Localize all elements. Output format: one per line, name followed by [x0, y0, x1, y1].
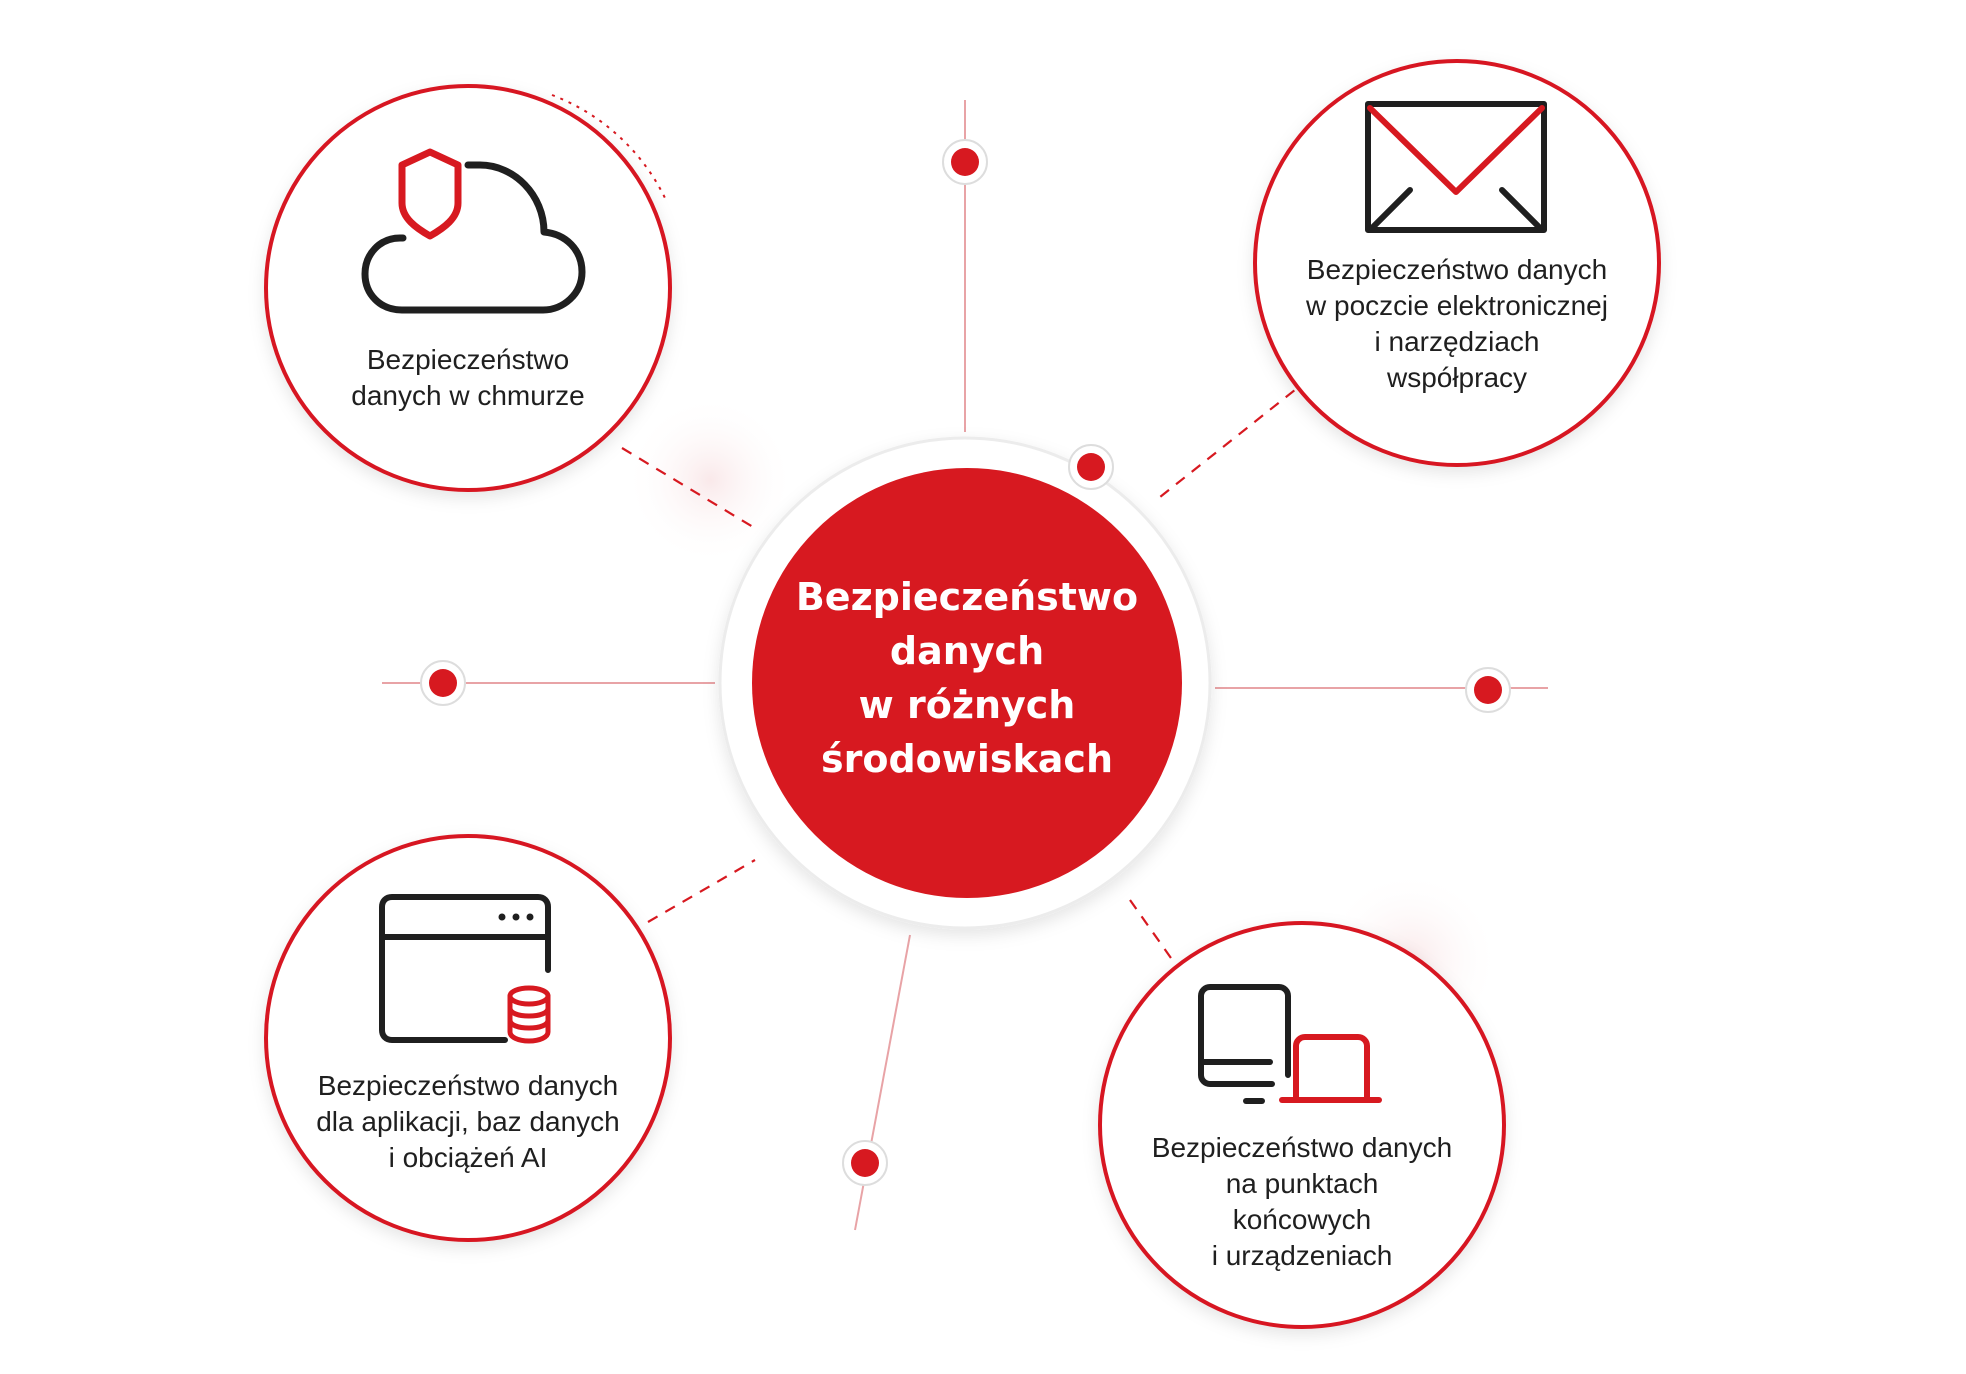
node-cloud-label-line: Bezpieczeństwo [366, 344, 570, 375]
marker-dot-upper [1068, 444, 1114, 490]
center-red-disc [752, 468, 1182, 898]
node-apps-label-line: i obciążeń AI [388, 1142, 548, 1173]
node-endpoints-label: Bezpieczeństwo danych na punktach końcow… [1132, 1130, 1472, 1274]
marker-dot-left [420, 660, 466, 706]
node-apps-label-line: dla aplikacji, baz danych [316, 1106, 620, 1137]
cloud-shield-icon [361, 148, 586, 314]
node-endpoints-label-line: i urządzeniach [1211, 1240, 1393, 1271]
node-email [1253, 59, 1661, 467]
dashed-connector-cloud [621, 447, 759, 531]
node-email-circle [1253, 59, 1661, 467]
node-endpoints-label-line: Bezpieczeństwo danych [1151, 1132, 1453, 1163]
node-cloud [264, 84, 672, 492]
node-apps-label-line: Bezpieczeństwo danych [317, 1070, 619, 1101]
center-title: Bezpieczeństwo danych w różnych środowis… [767, 570, 1167, 786]
markers [420, 139, 1511, 1186]
background-glow [625, 395, 795, 565]
node-email-label-line: Bezpieczeństwo danych [1306, 254, 1608, 285]
envelope-icon [1365, 101, 1547, 233]
app-window-database-icon [379, 894, 551, 1044]
monitor-laptop-icon [1198, 984, 1382, 1104]
node-endpoints-label-line: końcowych [1232, 1204, 1372, 1235]
node-endpoints-label-line: na punktach [1225, 1168, 1379, 1199]
dashed-connectors [621, 377, 1311, 969]
decorative-dotted-arc [551, 94, 666, 199]
node-apps [264, 834, 672, 1242]
center-title-line: danych [889, 629, 1045, 673]
center-title-line: Bezpieczeństwo [795, 575, 1139, 619]
node-email-label-line: i narzędziach [1374, 326, 1540, 357]
marker-dot-right [1465, 667, 1511, 713]
node-cloud-label: Bezpieczeństwo danych w chmurze [318, 342, 618, 414]
node-apps-label: Bezpieczeństwo danych dla aplikacji, baz… [298, 1068, 638, 1176]
node-cloud-circle [264, 84, 672, 492]
dashed-connector-endpoints [1129, 899, 1179, 969]
node-email-label-line: współpracy [1386, 362, 1528, 393]
node-email-label-line: w poczcie elektronicznej [1306, 290, 1608, 321]
center-title-line: w różnych [858, 683, 1076, 727]
center-title-line: środowiskach [820, 737, 1113, 781]
marker-dot-bottom [842, 1140, 888, 1186]
node-email-label: Bezpieczeństwo danych w poczcie elektron… [1287, 252, 1627, 396]
center-hub [718, 436, 1212, 930]
dashed-connector-apps [647, 859, 756, 923]
node-cloud-label-line: danych w chmurze [351, 380, 585, 411]
marker-dot-top [942, 139, 988, 185]
node-endpoints [1098, 921, 1506, 1329]
